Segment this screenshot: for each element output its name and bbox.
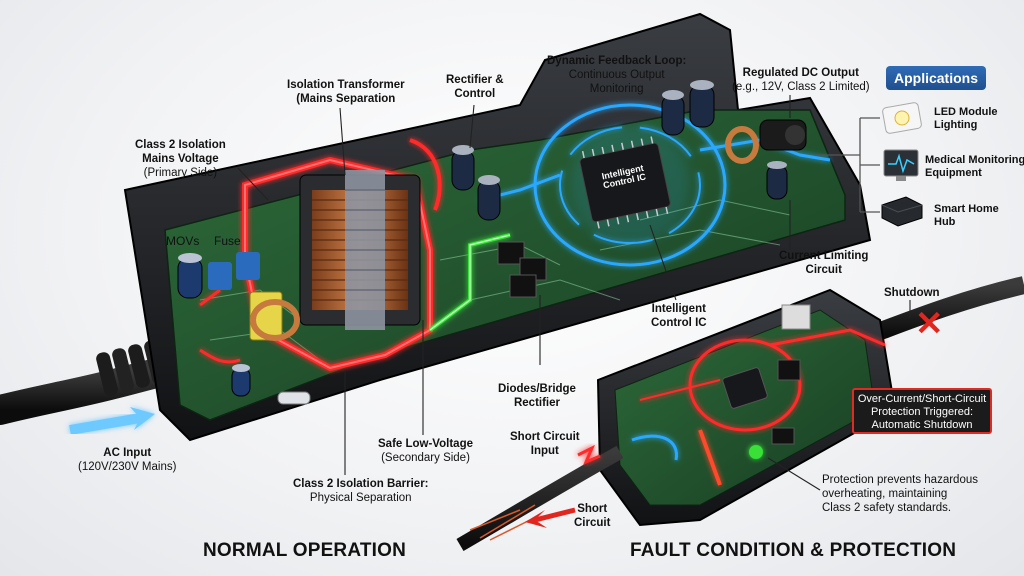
label-diodes-bridge: Diodes/Bridge Rectifier xyxy=(498,383,576,411)
ac-input-arrow xyxy=(70,418,140,430)
smart-home-hub-icon xyxy=(882,197,922,226)
app-item-smart-home: Smart Home Hub xyxy=(934,203,999,229)
label-movs: MOVs xyxy=(166,234,199,248)
app-item-led: LED Module Lighting xyxy=(934,106,998,132)
label-fuse: Fuse xyxy=(214,234,241,248)
label-isolation-barrier: Class 2 Isolation Barrier: Physical Sepa… xyxy=(293,478,429,506)
led-module-icon xyxy=(882,102,922,134)
label-rectifier-control: Rectifier & Control xyxy=(446,74,504,102)
isolation-transformer xyxy=(300,170,420,330)
label-short-circuit-input: Short Circuit Input xyxy=(510,431,580,459)
section-title-fault: FAULT CONDITION & PROTECTION xyxy=(630,540,956,562)
label-class2-isolation: Class 2 Isolation Mains Voltage (Primary… xyxy=(135,139,226,180)
label-isolation-transformer: Isolation Transformer (Mains Separation xyxy=(287,79,405,107)
section-title-normal: NORMAL OPERATION xyxy=(203,540,406,562)
label-feedback-loop: Dynamic Feedback Loop: Continuous Output… xyxy=(547,55,686,96)
fault-green-indicator xyxy=(749,445,763,459)
app-item-medical: Medical Monitoring Equipment xyxy=(925,154,1024,180)
label-short-circuit: Short Circuit xyxy=(574,503,610,531)
protection-alert-box: Over-Current/Short-Circuit Protection Tr… xyxy=(852,388,992,434)
short-circuit-arrow xyxy=(535,510,575,520)
label-safe-low-voltage: Safe Low-Voltage (Secondary Side) xyxy=(378,438,473,466)
label-regulated-output: Regulated DC Output (e.g., 12V, Class 2 … xyxy=(732,67,870,95)
applications-header: Applications xyxy=(886,66,986,90)
label-intelligent-ic: Intelligent Control IC xyxy=(651,303,707,331)
label-shutdown: Shutdown xyxy=(884,287,940,301)
shutdown-x-icon: ✕ xyxy=(915,307,944,341)
protection-note: Protection prevents hazardous overheatin… xyxy=(822,473,978,515)
label-ac-input: AC Input (120V/230V Mains) xyxy=(78,447,176,475)
medical-monitor-icon xyxy=(884,150,918,181)
label-current-limiting: Current Limiting Circuit xyxy=(779,250,868,278)
short-circuit-cable xyxy=(460,452,620,545)
